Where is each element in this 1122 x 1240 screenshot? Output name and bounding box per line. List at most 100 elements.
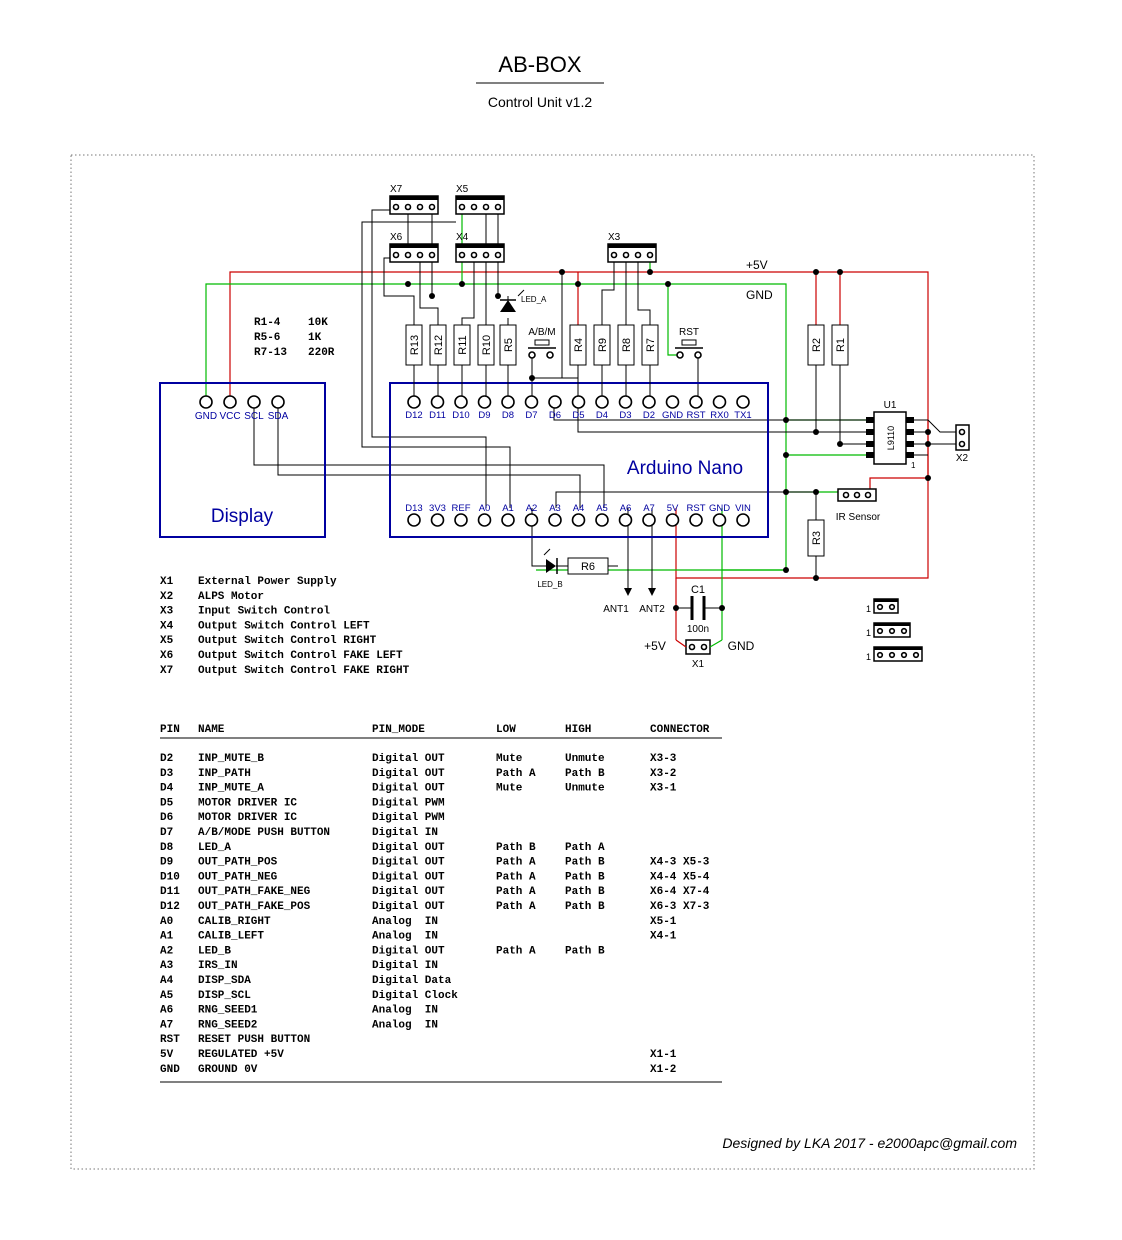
pin-table-cell: D8 [160, 842, 174, 854]
header-pin [646, 251, 654, 259]
pin-table-cell: DISP_SDA [198, 975, 251, 987]
rv-ref-1: R5-6 [254, 332, 280, 344]
pin-table-cell: Digital PWM [372, 797, 445, 809]
nano-top-pin-pad [665, 395, 680, 409]
ir-sensor-label: IR Sensor [836, 512, 881, 523]
header-top [390, 244, 438, 248]
pin-table-cell: INP_PATH [198, 768, 251, 780]
pin-table-cell: Path B [565, 901, 605, 913]
wire-d6-u1 [553, 408, 866, 421]
pin-table-cell: X1-1 [650, 1049, 677, 1061]
nano-top-pin-pad [571, 395, 586, 409]
pin-table-cell: A0 [160, 916, 173, 928]
display-box [159, 382, 326, 538]
resistor-body [453, 324, 471, 366]
nano-bottom-pin-label: D13 [405, 503, 422, 514]
pin-table-cell: D6 [160, 812, 173, 824]
x2-label: X2 [956, 453, 969, 464]
display-pin-label: SCL [244, 411, 264, 422]
nano-top-pin-label: D11 [429, 410, 446, 421]
nano-bottom-pin-pad [454, 513, 468, 527]
btn-rst-pin2 [694, 351, 702, 359]
nano-bottom-pin-pad [618, 513, 633, 527]
pin-table-cell: LED_A [198, 842, 231, 854]
resistor-body [807, 324, 825, 366]
pin-table-cell: Digital OUT [372, 857, 445, 869]
resistor-label: R9 [597, 338, 609, 352]
pin-table-cell: D3 [160, 768, 174, 780]
pin-table-cell: Path A [565, 842, 605, 854]
nano-top-pin-pad [642, 395, 656, 409]
nano-bottom-pin-pad [477, 513, 492, 527]
header-pin [458, 251, 466, 259]
nano-top-pin-pad [501, 395, 515, 409]
nano-top-pin-label: RX0 [710, 410, 728, 421]
header-top [608, 244, 656, 248]
pin-table-cell: Digital OUT [372, 871, 445, 883]
header-pin [610, 251, 618, 259]
header-pin [404, 251, 412, 259]
pin-table-cell: Mute [496, 753, 523, 765]
header-pin [404, 203, 412, 211]
pin-table-cell: Digital OUT [372, 886, 445, 898]
pin-table-cell: Digital OUT [372, 945, 445, 957]
pin-table-cell: Digital OUT [372, 842, 445, 854]
pin-table-cell: A/B/MODE PUSH BUTTON [198, 827, 330, 839]
resistor-body [405, 324, 423, 366]
nano-top-pin-label: D2 [643, 410, 655, 421]
r6-body [567, 557, 609, 575]
pin-one-legend: 1 1 1 [866, 598, 923, 662]
resistor-label: R5 [503, 338, 515, 352]
r6-label: R6 [581, 561, 595, 573]
net-gnd-label: GND [746, 288, 773, 302]
header-pin [392, 251, 400, 259]
x7-label: X7 [390, 184, 403, 195]
pin-table-cell: A5 [160, 990, 174, 1002]
pin-table-cell: Path B [565, 945, 605, 957]
wire-sda [277, 408, 581, 508]
nano-top-pin-label: D9 [478, 410, 490, 421]
display-pin-pad [271, 395, 285, 409]
pin-table-cell: OUT_PATH_FAKE_POS [198, 901, 311, 913]
pin-table-cell: Digital OUT [372, 783, 445, 795]
nano-bottom-pin-pad [430, 513, 445, 527]
nano-bottom-pin-pad [595, 513, 609, 527]
u1-chip-label: L9110 [886, 426, 896, 450]
legend-id: X6 [160, 650, 173, 662]
nano-top-pin-label: D3 [619, 410, 631, 421]
btn-rst-pin1 [676, 351, 684, 359]
rv-ref-2: R7-13 [254, 347, 287, 359]
wire-d5-u1 [577, 408, 866, 433]
pin-table-cell: Analog IN [372, 1019, 438, 1031]
wire-x7-a0 [371, 209, 487, 508]
nano-top-pin-label: D10 [452, 410, 469, 421]
display-pin-pad [247, 395, 261, 409]
pin-table-cell: D4 [160, 783, 174, 795]
legend-desc: External Power Supply [198, 576, 337, 588]
pin-table-cell: D11 [160, 886, 180, 898]
led-a-label: LED_A [521, 295, 547, 304]
pin-table-cell: OUT_PATH_FAKE_NEG [198, 886, 311, 898]
wire-x6-r13 [383, 257, 415, 325]
pin-table-cell: CALIB_LEFT [198, 931, 264, 943]
pin-table-cell: Path A [496, 871, 536, 883]
pin-table-cell: OUT_PATH_NEG [198, 871, 278, 883]
pin-table-cell: X4-1 [650, 931, 677, 943]
btn-ab-label: A/B/M [528, 327, 555, 338]
pin-table-cell: Digital IN [372, 827, 438, 839]
u1-pins [866, 417, 914, 458]
nano-bottom-pin-label: A4 [573, 503, 585, 514]
resistor-body [569, 324, 587, 366]
pin-table-cell: GROUND 0V [198, 1064, 258, 1076]
pin-table-header: LOW [496, 724, 516, 736]
pin-table-cell: LED_B [198, 945, 231, 957]
x5-label: X5 [456, 184, 469, 195]
wire-x3-r9 [601, 258, 615, 325]
nano-bottom-pin-label: GND [709, 503, 730, 514]
resistor-label: R11 [457, 335, 469, 354]
pin-table-cell: X3-3 [650, 753, 677, 765]
